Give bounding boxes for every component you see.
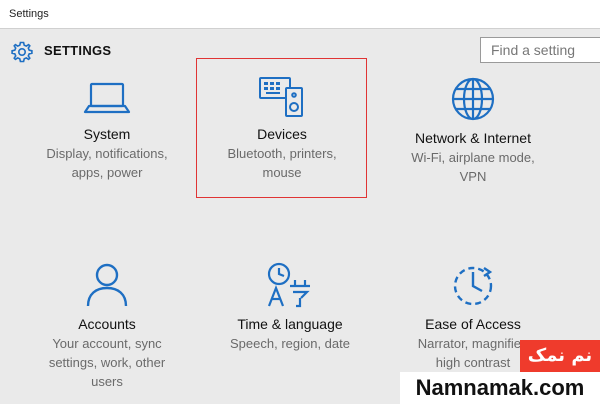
devices-icon bbox=[259, 77, 303, 117]
gear-icon bbox=[11, 41, 33, 63]
tile-time-language[interactable]: Time & language Speech, region, date bbox=[200, 262, 380, 353]
window-title: Settings bbox=[9, 8, 49, 20]
tile-description: Bluetooth, printers,mouse bbox=[227, 146, 337, 180]
page-title: SETTINGS bbox=[44, 43, 112, 58]
tile-name: Ease of Access bbox=[425, 316, 521, 332]
search-input[interactable]: Find a setting bbox=[480, 37, 600, 63]
tile-name: Network & Internet bbox=[415, 130, 531, 146]
laptop-icon bbox=[83, 82, 131, 114]
tile-name: Accounts bbox=[78, 316, 136, 332]
tile-name: Time & language bbox=[237, 316, 343, 332]
tile-system[interactable]: System Display, notifications,apps, powe… bbox=[17, 78, 197, 182]
watermark-persian: نم نمک bbox=[520, 340, 600, 372]
tile-description: Speech, region, date bbox=[230, 336, 350, 351]
globe-icon bbox=[451, 77, 495, 121]
time-language-icon bbox=[267, 262, 310, 308]
title-bar: Settings bbox=[0, 0, 600, 29]
tile-devices[interactable]: Devices Bluetooth, printers,mouse bbox=[192, 74, 372, 182]
person-icon bbox=[86, 263, 128, 307]
tile-description: Wi-Fi, airplane mode,VPN bbox=[411, 150, 535, 184]
ease-of-access-icon bbox=[453, 266, 493, 306]
tile-name: Devices bbox=[257, 126, 307, 142]
tile-network-internet[interactable]: Network & Internet Wi-Fi, airplane mode,… bbox=[383, 76, 563, 186]
watermark-site: Namnamak.com bbox=[400, 372, 600, 404]
tile-name: System bbox=[83, 126, 131, 142]
tile-ease-of-access[interactable]: Ease of Access Narrator, magnifier,high … bbox=[383, 262, 563, 372]
tile-description: Display, notifications,apps, power bbox=[46, 146, 168, 180]
highlight-rectangle bbox=[196, 58, 367, 198]
tile-description: Narrator, magnifier,high contrast bbox=[417, 336, 529, 370]
